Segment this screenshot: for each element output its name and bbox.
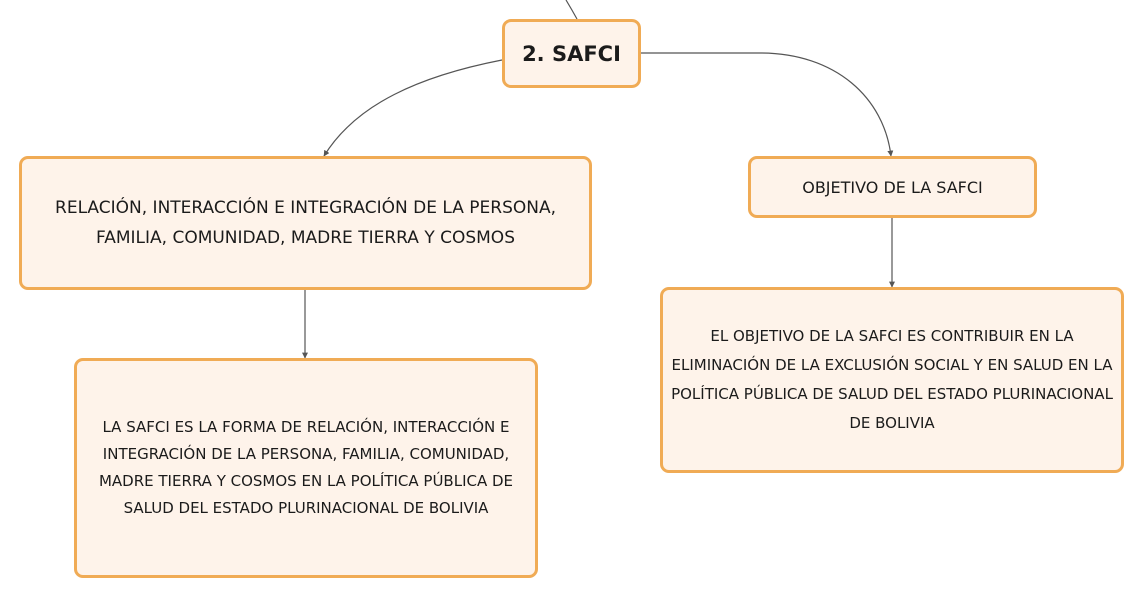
objective-node-label: OBJETIVO DE LA SAFCI: [802, 177, 983, 197]
relation-node-label: RELACIÓN, INTERACCIÓN E INTEGRACIÓN DE L…: [55, 198, 556, 248]
connector-root-to-objective: [641, 52, 894, 157]
root-node[interactable]: 2. SAFCI: [502, 19, 641, 88]
connector-root-to-relation: [323, 59, 503, 157]
objective-definition-node[interactable]: EL OBJETIVO DE LA SAFCI ES CONTRIBUIR EN…: [660, 287, 1124, 473]
relation-node[interactable]: RELACIÓN, INTERACCIÓN E INTEGRACIÓN DE L…: [19, 156, 592, 290]
objective-node[interactable]: OBJETIVO DE LA SAFCI: [748, 156, 1037, 218]
safci-definition-node[interactable]: LA SAFCI ES LA FORMA DE RELACIÓN, INTERA…: [74, 358, 538, 578]
root-node-label: 2. SAFCI: [522, 41, 621, 66]
objective-definition-label: EL OBJETIVO DE LA SAFCI ES CONTRIBUIR EN…: [671, 327, 1113, 432]
incoming-connector: [565, 0, 578, 20]
safci-definition-label: LA SAFCI ES LA FORMA DE RELACIÓN, INTERA…: [98, 418, 514, 517]
